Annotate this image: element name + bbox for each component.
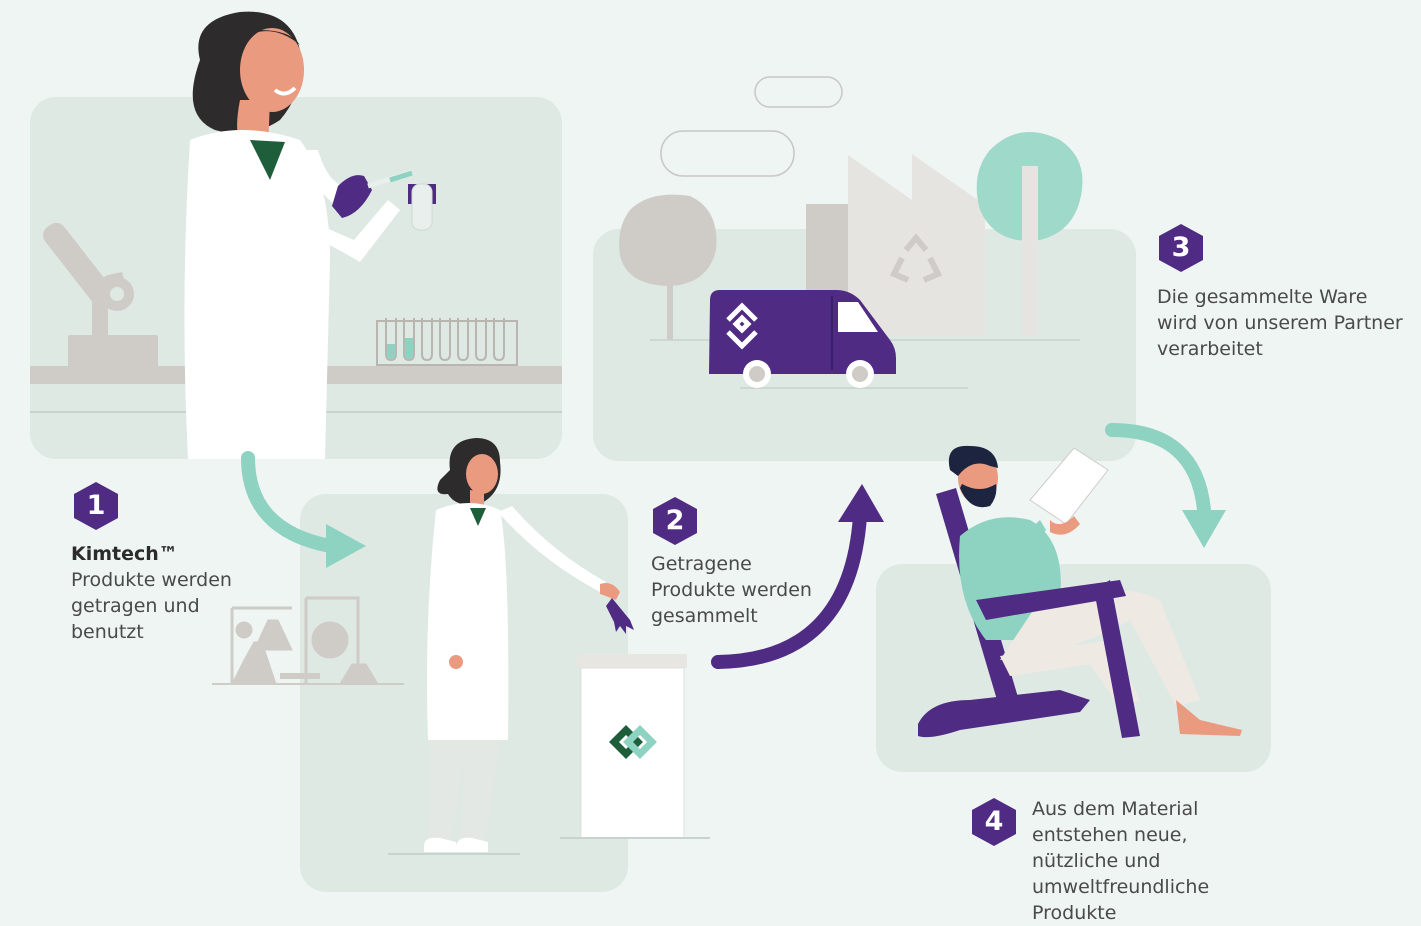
step-4-line: Aus dem Material — [1032, 798, 1199, 820]
arrow-1-to-2 — [241, 451, 366, 568]
arrow-3-to-4 — [1105, 423, 1226, 548]
step-3-badge: 3 — [1156, 223, 1206, 273]
cloud-small — [754, 76, 843, 108]
step-3-line: wird von unserem Partner — [1157, 312, 1403, 334]
step-4-text: Aus dem Material entstehen neue, nützlic… — [1032, 796, 1209, 926]
scientist-figure — [184, 11, 436, 459]
step-4-badge: 4 — [969, 797, 1019, 847]
test-tube-rack-icon — [376, 318, 518, 366]
reading-man-figure — [918, 445, 1242, 738]
step-3-line: Die gesammelte Ware — [1157, 286, 1368, 308]
arrow-2-to-3 — [711, 484, 884, 669]
step-2-line: Getragene — [651, 553, 752, 575]
step-1-line: getragen und — [71, 595, 200, 617]
step-4-number: 4 — [984, 806, 1004, 837]
step-3-text: Die gesammelte Ware wird von unserem Par… — [1157, 284, 1403, 362]
gray-tree-icon — [619, 194, 717, 340]
step-4-line: nützliche und — [1032, 850, 1161, 872]
recycle-logo-icon — [609, 725, 657, 759]
step-2-line: Produkte werden — [651, 579, 812, 601]
cloud-large — [660, 130, 795, 177]
step-4-line: entstehen neue, — [1032, 824, 1188, 846]
lab-equipment-icon — [212, 596, 404, 685]
step-3-line: verarbeitet — [1157, 338, 1263, 360]
step-1-text: Kimtech™ Produkte werden getragen und be… — [71, 541, 232, 645]
step-1-number: 1 — [86, 490, 106, 521]
step-2-line: gesammelt — [651, 605, 758, 627]
collection-bin — [560, 654, 710, 839]
step-4-line: Produkte — [1032, 902, 1117, 924]
step-2-number: 2 — [665, 505, 685, 536]
teal-tree-icon — [976, 132, 1083, 336]
step-3-number: 3 — [1171, 232, 1191, 263]
step-1-line: benutzt — [71, 621, 144, 643]
microscope-icon — [43, 222, 158, 367]
step-4-line: umweltfreundliche — [1032, 876, 1210, 898]
recycle-icon — [889, 233, 943, 283]
step-1-badge: 1 — [71, 481, 121, 531]
delivery-van-icon — [709, 290, 896, 388]
step-1-title: Kimtech™ — [71, 543, 178, 565]
step-2-badge: 2 — [650, 496, 700, 546]
scientist-small-figure — [388, 438, 634, 855]
step-1-line: Produkte werden — [71, 569, 232, 591]
step-2-text: Getragene Produkte werden gesammelt — [651, 551, 812, 629]
